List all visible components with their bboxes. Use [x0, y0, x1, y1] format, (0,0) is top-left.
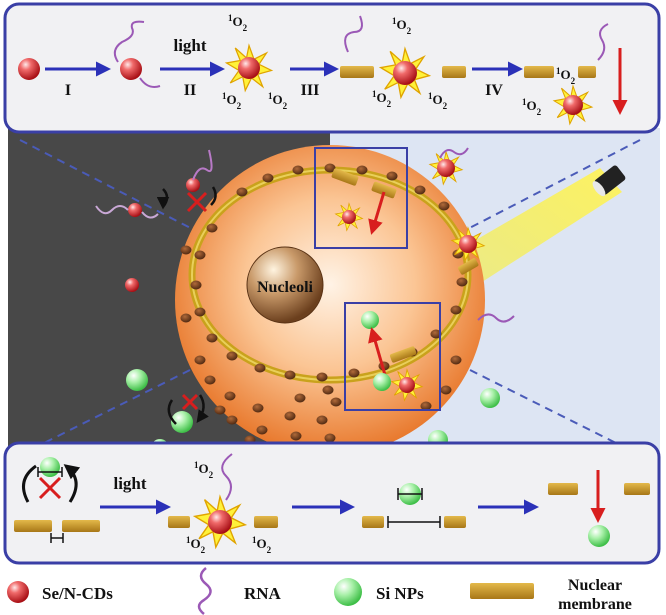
singlet-oxygen-label-5: 1O2 [428, 91, 448, 111]
nuclear-pore [254, 363, 266, 373]
nuclear-pore [284, 370, 296, 380]
step-label-3: III [301, 82, 320, 99]
light-label-top: light [173, 36, 206, 55]
nuclear-pore [180, 245, 192, 255]
nuclear-pore [256, 425, 268, 435]
nuclear-pore [322, 385, 334, 395]
singlet-oxygen-label-6: 1O2 [556, 66, 576, 86]
singlet-oxygen-label-4: 1O2 [372, 89, 392, 109]
nuclear-pore [284, 411, 296, 421]
legend-rna-icon [197, 567, 212, 615]
singlet-oxygen-label-1: 1O2 [222, 91, 242, 111]
light-label-bottom: light [113, 474, 146, 493]
step-label-4: IV [485, 82, 503, 99]
nuclear-pore [194, 355, 206, 365]
nuclear-pore [356, 165, 368, 175]
singlet-oxygen-label-101: 1O2 [186, 535, 206, 555]
nuclear-pore [226, 415, 238, 425]
nuclear-pore [224, 391, 236, 401]
legend-si-nps: Si NPs [376, 584, 424, 603]
singlet-oxygen-label-102: 1O2 [252, 535, 272, 555]
singlet-oxygen-label-100: 1O2 [194, 460, 214, 480]
nuclear-pore [324, 163, 336, 173]
nuclear-pore [430, 329, 442, 339]
nuclear-pore [290, 431, 302, 441]
nuclear-pore [180, 313, 192, 323]
nucleoli-label: Nucleoli [257, 279, 314, 296]
legend-si-np-icon [334, 578, 362, 606]
legend-membrane-line2: membrane [558, 596, 632, 613]
nuclear-pore [316, 372, 328, 382]
nuclear-pore [420, 401, 432, 411]
nuclear-pore [294, 393, 306, 403]
nuclear-pore [236, 187, 248, 197]
nuclear-pore [414, 185, 426, 195]
nuclear-pore [292, 165, 304, 175]
light-beam [462, 168, 622, 282]
legend-se-n-cd-icon [7, 581, 29, 603]
upper-box-membrane-gap [331, 168, 397, 199]
legend-se-n-cds: Se/N-CDs [42, 584, 113, 603]
nuclear-pore [252, 403, 264, 413]
nuclear-pore [348, 368, 360, 378]
step-label-1: I [65, 82, 71, 99]
nuclear-pore [206, 223, 218, 233]
zoom-box-upper [314, 147, 408, 249]
blocked-pass-icon [14, 457, 100, 543]
nuclear-pores [180, 163, 468, 445]
nuclear-pore [438, 201, 450, 211]
legend-membrane-line1: Nuclear [568, 577, 622, 594]
nuclear-pore [190, 280, 202, 290]
nuclear-pore [194, 307, 206, 317]
singlet-oxygen-label-2: 1O2 [268, 91, 288, 111]
se-n-cd-particle [18, 58, 40, 80]
nuclear-pore [194, 250, 206, 260]
nucleoli [246, 246, 324, 324]
legend-membrane-icon [470, 583, 534, 599]
nuclear-pore [204, 375, 216, 385]
zoom-box-lower [344, 302, 441, 411]
nuclear-pore [324, 433, 336, 443]
nuclear-pore [386, 171, 398, 181]
singlet-oxygen-label-7: 1O2 [522, 97, 542, 117]
bottom-panel [3, 441, 661, 565]
nuclear-pore [226, 351, 238, 361]
nuclear-pore [262, 173, 274, 183]
nuclear-pore [214, 405, 226, 415]
step-label-2: II [184, 82, 196, 99]
flashlight-icon [592, 165, 626, 197]
nuclear-pore [450, 305, 462, 315]
nuclear-pore [450, 355, 462, 365]
nuclear-pore [316, 415, 328, 425]
nuclear-pore [440, 385, 452, 395]
singlet-oxygen-label-3: 1O2 [392, 16, 412, 36]
nuclear-pore [330, 397, 342, 407]
nuclear-pore [206, 333, 218, 343]
nuclear-pore [456, 277, 468, 287]
legend-rna: RNA [244, 584, 282, 603]
singlet-oxygen-label-0: 1O2 [228, 13, 248, 33]
